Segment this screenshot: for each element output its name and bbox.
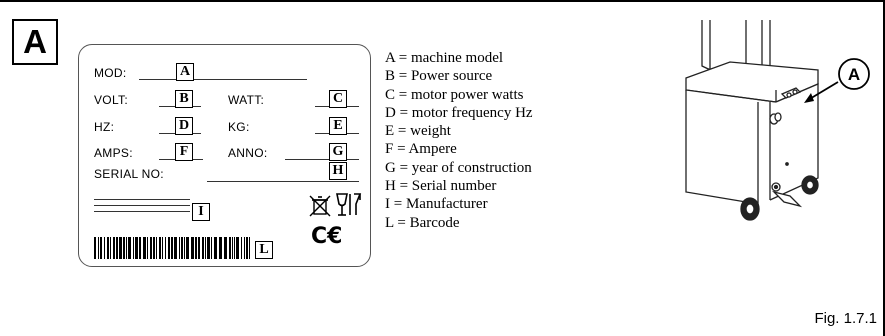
- barcode-bar: [171, 237, 173, 259]
- barcode-bar: [128, 237, 131, 259]
- barcode-bar: [244, 237, 245, 259]
- barcode-bar: [186, 237, 189, 259]
- weee-bin-icon: [309, 195, 331, 217]
- barcode-bar: [94, 237, 96, 259]
- manufacturer-line-1: [94, 199, 190, 200]
- barcode-bar: [219, 237, 222, 259]
- barcode-bar: [116, 237, 118, 259]
- legend-item: C = motor power watts: [385, 86, 524, 103]
- barcode-bar: [184, 237, 185, 259]
- barcode-bar: [232, 237, 233, 259]
- mod-label: MOD:: [94, 66, 127, 80]
- legend-item: G = year of construction: [385, 159, 532, 176]
- barcode-bar: [100, 237, 102, 259]
- legend-item: E = weight: [385, 123, 451, 140]
- barcode-bar: [133, 237, 134, 259]
- rating-plate: MOD: A VOLT: B WATT: C HZ: D KG: E AMPS:…: [78, 44, 371, 267]
- amps-label: AMPS:: [94, 146, 133, 160]
- barcode-bar: [181, 237, 183, 259]
- barcode-bar: [113, 237, 115, 259]
- box-l: L: [255, 241, 273, 259]
- barcode-bar: [191, 237, 194, 259]
- legend-item: A = machine model: [385, 50, 504, 66]
- volt-label: VOLT:: [94, 93, 128, 107]
- legend-item: H = Serial number: [385, 178, 497, 195]
- mod-line: [139, 79, 307, 80]
- food-contact-icon: [336, 193, 362, 216]
- barcode-bar: [139, 237, 141, 259]
- anno-line: [285, 159, 359, 160]
- barcode-bar: [104, 237, 105, 259]
- legend-item: B = Power source: [385, 68, 493, 85]
- manufacturer-line-3: [94, 211, 190, 212]
- box-d: D: [175, 117, 193, 135]
- box-a: A: [176, 63, 194, 81]
- barcode-bar: [205, 237, 206, 259]
- box-e: E: [329, 117, 347, 135]
- machine-callout-label: A: [848, 65, 860, 84]
- barcode-bar: [159, 237, 161, 259]
- barcode-bar: [179, 237, 180, 259]
- barcode-bar: [234, 237, 235, 259]
- barcode-bar: [168, 237, 170, 259]
- barcode-bar: [162, 237, 163, 259]
- machine-drawing: A: [685, 20, 870, 221]
- barcode-bar: [126, 237, 127, 259]
- barcode-bar: [249, 237, 250, 259]
- ce-mark: C€: [311, 224, 343, 249]
- barcode-bar: [110, 237, 111, 259]
- serial-label: SERIAL NO:: [94, 167, 164, 181]
- box-f: F: [175, 143, 193, 161]
- serial-line: [207, 181, 359, 182]
- barcode-bar: [211, 237, 212, 259]
- box-i: I: [192, 203, 210, 221]
- barcode-bar: [246, 237, 248, 259]
- barcode-bar: [156, 237, 157, 259]
- watt-label: WATT:: [228, 93, 265, 107]
- box-h: H: [329, 162, 347, 180]
- barcode-bar: [153, 237, 155, 259]
- box-c: C: [329, 90, 347, 108]
- barcode-bar: [202, 237, 204, 259]
- legend-item: I = Manufacturer: [385, 196, 488, 213]
- barcode-bar: [195, 237, 197, 259]
- box-g: G: [329, 143, 347, 161]
- barcode: [94, 237, 252, 259]
- legend-item: F = Ampere: [385, 141, 457, 158]
- barcode-bar: [150, 237, 152, 259]
- barcode-bar: [214, 237, 217, 259]
- barcode-bar: [107, 237, 109, 259]
- barcode-bar: [147, 237, 148, 259]
- barcode-bar: [229, 237, 231, 259]
- barcode-bar: [174, 237, 177, 259]
- barcode-bar: [224, 237, 227, 259]
- barcode-bar: [165, 237, 166, 259]
- legend-item: L = Barcode: [385, 214, 460, 231]
- barcode-bar: [119, 237, 122, 259]
- barcode-bar: [236, 237, 239, 259]
- barcode-bar: [198, 237, 200, 259]
- kg-label: KG:: [228, 120, 250, 134]
- barcode-bar: [207, 237, 210, 259]
- barcode-bar: [135, 237, 138, 259]
- manufacturer-line-2: [94, 205, 190, 206]
- barcode-bar: [241, 237, 242, 259]
- box-b: B: [175, 90, 193, 108]
- barcode-bar: [123, 237, 125, 259]
- legend-item: D = motor frequency Hz: [385, 104, 533, 121]
- hz-label: HZ:: [94, 120, 115, 134]
- legend-list: A = machine model B = Power source C = m…: [385, 49, 533, 232]
- anno-label: ANNO:: [228, 146, 268, 160]
- barcode-bar: [143, 237, 146, 259]
- figure-letter: A: [12, 19, 58, 65]
- figure-caption: Fig. 1.7.1: [814, 310, 877, 327]
- barcode-bar: [98, 237, 99, 259]
